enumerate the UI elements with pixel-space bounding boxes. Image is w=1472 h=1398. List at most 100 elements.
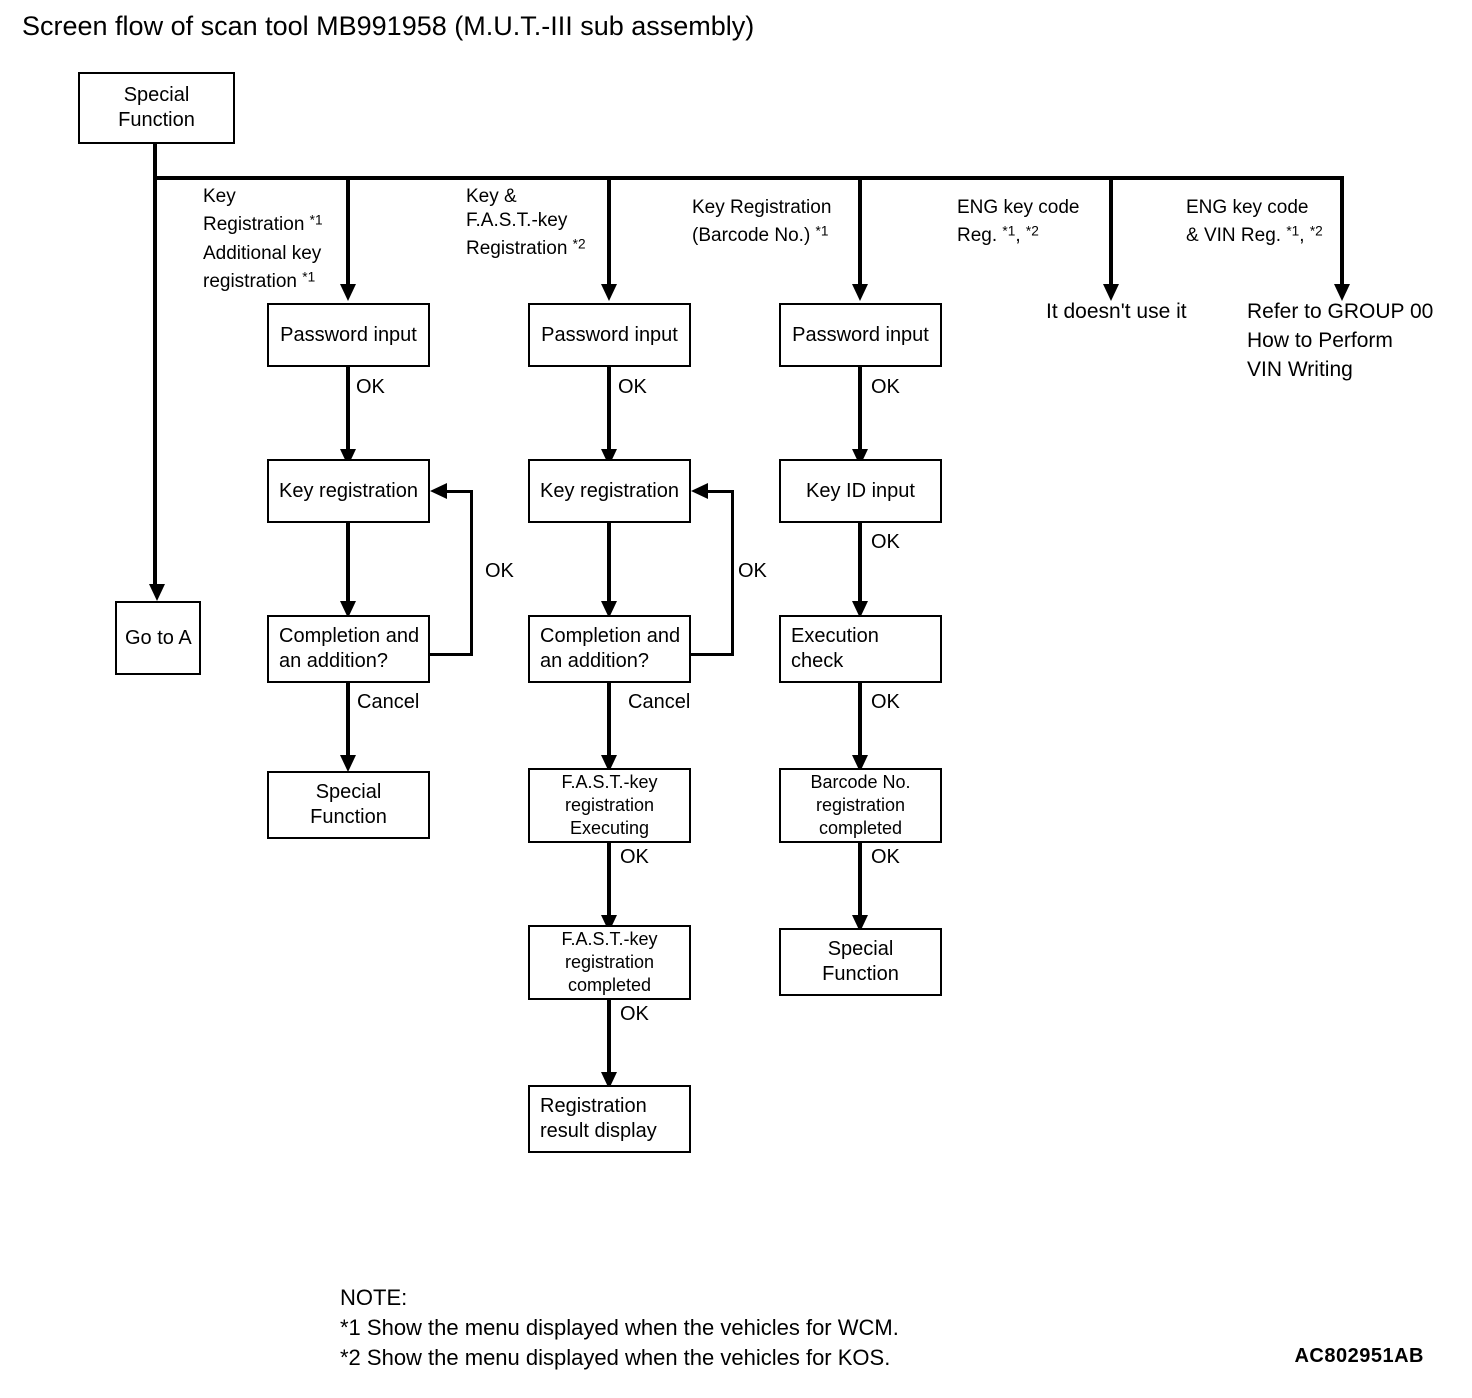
branch-3-line-2: (Barcode No.) *1 [692, 224, 829, 247]
node-c3-barcode-done-line-3: completed [818, 818, 903, 838]
node-c2-password-input: Password input [528, 303, 691, 367]
edge-c1-keyreg-to-completion [346, 523, 350, 605]
edge-c1-completion-to-special [346, 683, 350, 759]
node-c2-key-registration-label: Key registration [540, 479, 679, 502]
branch-1-line-1: Key [203, 186, 236, 207]
node-c2-fast-exec-line-1: F.A.S.T.-key [561, 772, 658, 792]
node-c3-special-function-line-1: Special [827, 938, 894, 960]
node-root-line-2: Function [118, 109, 195, 131]
branch-label-key-and-fast-key-registration: Key & F.A.S.T.-key Registration *2 [466, 185, 586, 261]
arrowhead-c1-keyreg-to-completion [340, 601, 356, 618]
node-c1-password-input: Password input [267, 303, 430, 367]
edge-label-c1-loop-ok: OK [485, 560, 514, 582]
arrowhead-c2-fastdone-to-result [601, 1072, 617, 1089]
branch-5-line-1: ENG key code [1186, 197, 1309, 218]
edge-branch-4 [1109, 176, 1113, 286]
edge-c2-loop-bottom [689, 653, 734, 656]
edge-c2-loop-right [731, 490, 734, 655]
node-c2-result-line-1: Registration [540, 1095, 647, 1117]
node-c1-completion-line-1: Completion and [279, 625, 420, 647]
terminal-text-refer-group-00: Refer to GROUP 00 How to Perform VIN Wri… [1247, 297, 1433, 384]
edge-c3-execcheck-to-barcodedone [858, 683, 862, 759]
node-c1-key-registration-label: Key registration [279, 479, 418, 502]
edge-c1-loop-top [446, 490, 472, 493]
node-c3-barcode-registration-completed: Barcode No. registration completed [779, 768, 942, 843]
node-c2-fast-done-line-2: registration [564, 952, 655, 972]
edge-branch-2 [607, 176, 611, 286]
edge-label-c2-ok-3: OK [620, 1003, 649, 1025]
edge-c2-keyreg-to-completion [607, 523, 611, 605]
edge-label-c3-ok-3: OK [871, 691, 900, 713]
branch-1-line-3: Additional key [203, 243, 322, 264]
edge-label-c1-ok-1: OK [356, 376, 385, 398]
arrowhead-c3-keyid-to-execcheck [852, 601, 868, 618]
node-c1-key-registration: Key registration [267, 459, 430, 523]
edge-c3-password-to-keyid [858, 367, 862, 453]
node-c2-key-registration: Key registration [528, 459, 691, 523]
node-c2-fast-done-line-1: F.A.S.T.-key [561, 929, 658, 949]
arrowhead-to-go-to-a [149, 584, 165, 601]
arrowhead-branch-5 [1334, 284, 1350, 301]
node-c3-special-function-line-2: Function [822, 963, 899, 985]
branch-4-line-1: ENG key code [957, 197, 1080, 218]
branch-2-line-3: Registration *2 [466, 237, 586, 260]
edge-c3-keyid-to-execcheck [858, 523, 862, 605]
edge-branch-1 [346, 176, 350, 286]
arrowhead-branch-3 [852, 284, 868, 301]
arrowhead-c2-completion-to-fastexec [601, 755, 617, 772]
node-c2-password-input-label: Password input [541, 323, 678, 346]
edge-c1-loop-bottom [428, 653, 473, 656]
node-c3-password-input: Password input [779, 303, 942, 367]
edge-c2-fastexec-to-fastdone [607, 843, 611, 919]
branch-5-line-2: & VIN Reg. *1, *2 [1186, 224, 1323, 247]
note-line-1: *1 Show the menu displayed when the vehi… [340, 1315, 899, 1340]
arrowhead-branch-2 [601, 284, 617, 301]
node-go-to-a-label: Go to A [125, 626, 192, 649]
node-c3-key-id-input-label: Key ID input [806, 479, 915, 502]
branch-4-line-2: Reg. *1, *2 [957, 224, 1039, 247]
node-c2-fast-exec-line-2: registration [564, 795, 655, 815]
node-c1-completion-line-2: an addition? [279, 650, 388, 672]
edge-label-c2-ok-1: OK [618, 376, 647, 398]
node-c3-barcode-done-line-2: registration [815, 795, 906, 815]
terminal-text-no-use: It doesn't use it [1046, 300, 1187, 323]
arrowhead-branch-4 [1103, 284, 1119, 301]
arrowhead-c3-barcodedone-to-special [852, 915, 868, 932]
edge-c1-password-to-keyreg [346, 367, 350, 453]
note-block: NOTE: *1 Show the menu displayed when th… [340, 1283, 899, 1373]
node-c1-special-function-line-1: Special [315, 781, 382, 803]
edge-label-c3-ok-4: OK [871, 846, 900, 868]
node-root-special-function: Special Function [78, 72, 235, 144]
edge-c2-password-to-keyreg [607, 367, 611, 453]
arrowhead-c3-execcheck-to-barcodedone [852, 755, 868, 772]
node-c1-password-input-label: Password input [280, 323, 417, 346]
edge-c2-loop-top [707, 490, 733, 493]
edge-label-c2-loop-ok: OK [738, 560, 767, 582]
branch-2-line-1: Key & [466, 186, 517, 207]
node-c2-fast-key-registration-executing: F.A.S.T.-key registration Executing [528, 768, 691, 843]
branch-label-additional-key-registration: Additional key registration *1 [203, 242, 321, 294]
node-c2-result-line-2: result display [540, 1120, 657, 1142]
node-c2-registration-result-display: Registration result display [528, 1085, 691, 1153]
terminal-refer-line-1: Refer to GROUP 00 [1247, 300, 1434, 323]
terminal-refer-line-2: How to Perform [1247, 329, 1393, 352]
branch-label-eng-key-code-reg: ENG key code Reg. *1, *2 [957, 196, 1080, 248]
node-c2-completion-and-addition: Completion and an addition? [528, 615, 691, 683]
branch-label-key-registration-barcode: Key Registration (Barcode No.) *1 [692, 196, 831, 248]
node-root-line-1: Special [123, 84, 190, 106]
arrowhead-c1-completion-to-special [340, 755, 356, 772]
terminal-refer-line-3: VIN Writing [1247, 358, 1353, 381]
edge-root-stem [153, 143, 157, 180]
page-title: Screen flow of scan tool MB991958 (M.U.T… [22, 11, 755, 41]
branch-2-line-2: F.A.S.T.-key [466, 210, 568, 231]
node-c1-special-function-line-2: Function [310, 806, 387, 828]
node-go-to-a: Go to A [115, 601, 201, 675]
node-c2-completion-line-2: an addition? [540, 650, 649, 672]
edge-branch-3 [858, 176, 862, 286]
node-c3-execution-check: Execution check [779, 615, 942, 683]
branch-1-line-2: Registration *1 [203, 213, 323, 236]
edge-c3-barcodedone-to-special [858, 843, 862, 919]
edge-branch-5 [1340, 176, 1344, 286]
edge-label-c3-ok-2: OK [871, 531, 900, 553]
node-c2-fast-key-registration-completed: F.A.S.T.-key registration completed [528, 925, 691, 1000]
